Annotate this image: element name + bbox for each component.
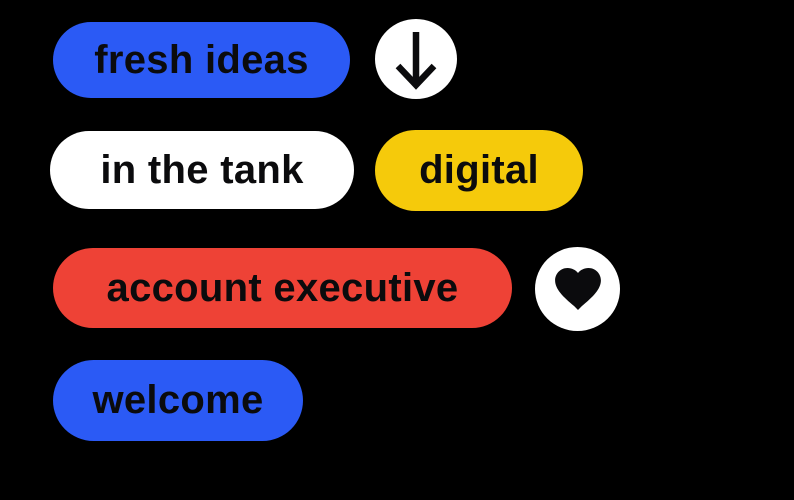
favorite-button[interactable] [535,247,620,331]
down-arrow-icon [395,32,437,90]
tag-in-the-tank[interactable]: in the tank [50,131,354,209]
heart-icon [554,268,601,310]
scroll-down-button[interactable] [375,19,457,99]
tag-welcome[interactable]: welcome [53,360,303,441]
tag-fresh-ideas[interactable]: fresh ideas [53,22,350,98]
tag-account-executive[interactable]: account executive [53,248,512,328]
tag-digital[interactable]: digital [375,130,583,211]
